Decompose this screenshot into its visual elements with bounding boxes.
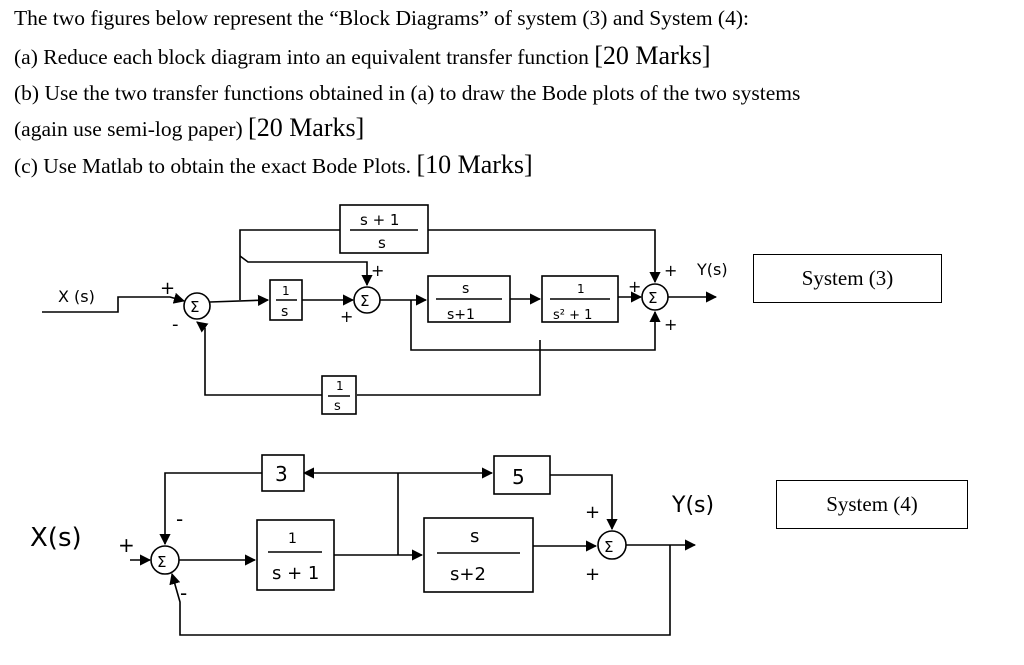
s3-input-label: X (s) <box>58 287 95 306</box>
svg-text:1: 1 <box>288 531 297 547</box>
svg-text:s² + 1: s² + 1 <box>553 308 592 323</box>
svg-text:3: 3 <box>275 462 288 486</box>
svg-text:s: s <box>378 234 386 252</box>
s3-input-line <box>42 292 186 313</box>
svg-text:Σ: Σ <box>360 292 369 310</box>
s3-line-sum1-b1 <box>209 294 270 306</box>
svg-text:-: - <box>176 507 183 531</box>
part-c-text: (c) Use Matlab to obtain the exact Bode … <box>14 154 412 178</box>
svg-text:5: 5 <box>512 465 525 489</box>
part-b-marks: [20 Marks] <box>248 113 365 142</box>
svg-text:s: s <box>462 281 469 297</box>
part-b-cont-text: (again use semi-log paper) <box>14 117 243 141</box>
s4-block-s-over-s2 <box>423 517 534 593</box>
part-a-text: (a) Reduce each block diagram into an eq… <box>14 45 589 69</box>
system4-text: X(s) Y(s) Σ Σ + - - + + 3 5 1 s + 1 s s+… <box>30 462 714 605</box>
svg-text:+: + <box>118 533 135 557</box>
svg-text:-: - <box>172 314 179 335</box>
svg-text:-: - <box>180 581 187 605</box>
part-b-text: (b) Use the two transfer functions obtai… <box>14 81 801 105</box>
s3-block-s1-over-s <box>339 204 429 254</box>
s4-output-label: Y(s) <box>671 493 714 518</box>
system3-text: X (s) Y(s) Σ Σ Σ + - + + + + + 1 s s + 1… <box>58 211 728 414</box>
system4-diagram <box>130 454 697 636</box>
svg-text:s + 1: s + 1 <box>272 563 319 584</box>
question-part-b: (b) Use the two transfer functions obtai… <box>14 80 800 106</box>
svg-text:1: 1 <box>282 284 290 298</box>
system4-label-box: System (4) <box>776 480 968 529</box>
svg-text:1: 1 <box>336 379 344 393</box>
s4-input-label: X(s) <box>30 523 82 553</box>
system3-diagram <box>42 204 718 415</box>
svg-text:+: + <box>585 502 600 523</box>
svg-text:Σ: Σ <box>190 298 199 316</box>
part-a-marks: [20 Marks] <box>594 41 711 70</box>
system3-label: System (3) <box>801 266 894 290</box>
svg-text:+: + <box>160 278 175 299</box>
svg-text:+: + <box>371 261 384 280</box>
question-intro: The two figures below represent the “Blo… <box>14 5 749 31</box>
svg-text:s+1: s+1 <box>447 307 475 323</box>
system4-label: System (4) <box>826 492 918 516</box>
svg-text:s: s <box>281 304 288 320</box>
svg-text:s+2: s+2 <box>450 564 486 585</box>
question-part-b-cont: (again use semi-log paper) [20 Marks] <box>14 115 364 142</box>
svg-text:+: + <box>628 277 641 296</box>
svg-text:Σ: Σ <box>604 538 613 556</box>
svg-text:s: s <box>334 399 341 414</box>
svg-text:+: + <box>585 564 600 585</box>
svg-text:s + 1: s + 1 <box>360 211 399 229</box>
svg-text:1: 1 <box>577 282 585 296</box>
s3-sum1 <box>183 292 211 320</box>
s3-output-label: Y(s) <box>696 260 728 279</box>
svg-text:+: + <box>664 315 677 334</box>
question-intro-text: The two figures below represent the “Blo… <box>14 6 749 30</box>
part-c-marks: [10 Marks] <box>416 150 533 179</box>
question-part-c: (c) Use Matlab to obtain the exact Bode … <box>14 152 533 179</box>
question-part-a: (a) Reduce each block diagram into an eq… <box>14 43 711 70</box>
s3-block-1-over-s2 <box>541 275 619 323</box>
svg-text:Σ: Σ <box>648 289 657 307</box>
svg-text:+: + <box>340 307 353 326</box>
svg-text:s: s <box>470 526 479 547</box>
s3-top-path <box>239 229 340 300</box>
system3-label-box: System (3) <box>753 254 942 303</box>
svg-text:Σ: Σ <box>157 553 166 571</box>
svg-text:+: + <box>664 261 677 280</box>
